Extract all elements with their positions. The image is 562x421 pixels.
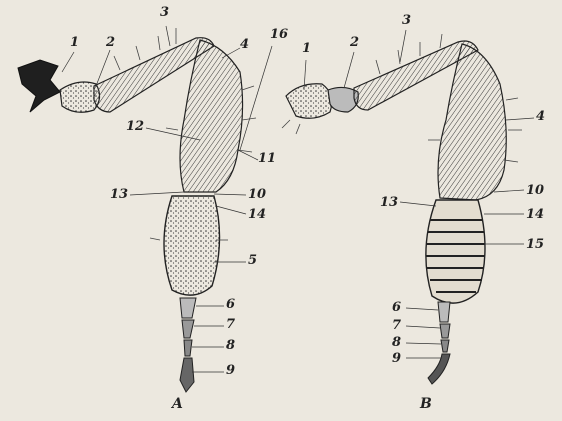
label-b-3: 3 bbox=[402, 14, 411, 27]
label-b-4: 4 bbox=[536, 110, 545, 123]
label-a-2: 2 bbox=[106, 36, 115, 49]
leg-b-tarsus-2 bbox=[440, 324, 450, 338]
label-b-6: 6 bbox=[392, 301, 401, 314]
label-a-6: 6 bbox=[226, 298, 235, 311]
leg-a-tarsus-3 bbox=[184, 340, 192, 356]
label-b-14: 14 bbox=[526, 208, 544, 221]
leg-a-tarsus-2 bbox=[182, 320, 194, 338]
label-b-9: 9 bbox=[392, 352, 401, 365]
leg-b-tibia bbox=[438, 44, 506, 200]
label-a-13: 13 bbox=[110, 188, 128, 201]
leg-a-coxa-claw bbox=[18, 60, 60, 112]
panel-b-letter: B bbox=[420, 396, 432, 412]
label-a-8: 8 bbox=[226, 339, 235, 352]
label-b-15: 15 bbox=[526, 238, 544, 251]
leg-a bbox=[18, 28, 256, 392]
label-b-10: 10 bbox=[526, 184, 544, 197]
label-a-3: 3 bbox=[160, 6, 169, 19]
panel-a-letter: A bbox=[172, 396, 183, 412]
label-a-11: 11 bbox=[258, 152, 276, 165]
label-a-7: 7 bbox=[226, 318, 235, 331]
leg-a-tibia bbox=[180, 40, 243, 192]
label-a-5: 5 bbox=[248, 254, 257, 267]
label-a-16: 16 bbox=[270, 28, 288, 41]
label-b-2: 2 bbox=[350, 36, 359, 49]
leg-b-tarsus-3 bbox=[441, 340, 449, 352]
label-a-1: 1 bbox=[70, 36, 79, 49]
leg-b-coxa bbox=[286, 84, 332, 119]
label-b-7: 7 bbox=[392, 319, 401, 332]
label-b-13: 13 bbox=[380, 196, 398, 209]
label-a-12: 12 bbox=[126, 120, 144, 133]
leg-b-tarsus-1 bbox=[438, 302, 450, 322]
leg-b-tarsus-claw bbox=[428, 354, 450, 384]
leg-a-basitarsus bbox=[164, 196, 220, 295]
leg-a-tarsus-1 bbox=[180, 298, 196, 318]
label-a-10: 10 bbox=[248, 188, 266, 201]
label-b-1: 1 bbox=[302, 42, 311, 55]
label-a-14: 14 bbox=[248, 208, 266, 221]
leg-b bbox=[282, 34, 522, 384]
label-a-9: 9 bbox=[226, 364, 235, 377]
leg-b-basitarsus bbox=[426, 200, 485, 303]
label-b-8: 8 bbox=[392, 336, 401, 349]
leg-a-tarsus-claw bbox=[180, 358, 194, 392]
label-a-4: 4 bbox=[240, 38, 249, 51]
